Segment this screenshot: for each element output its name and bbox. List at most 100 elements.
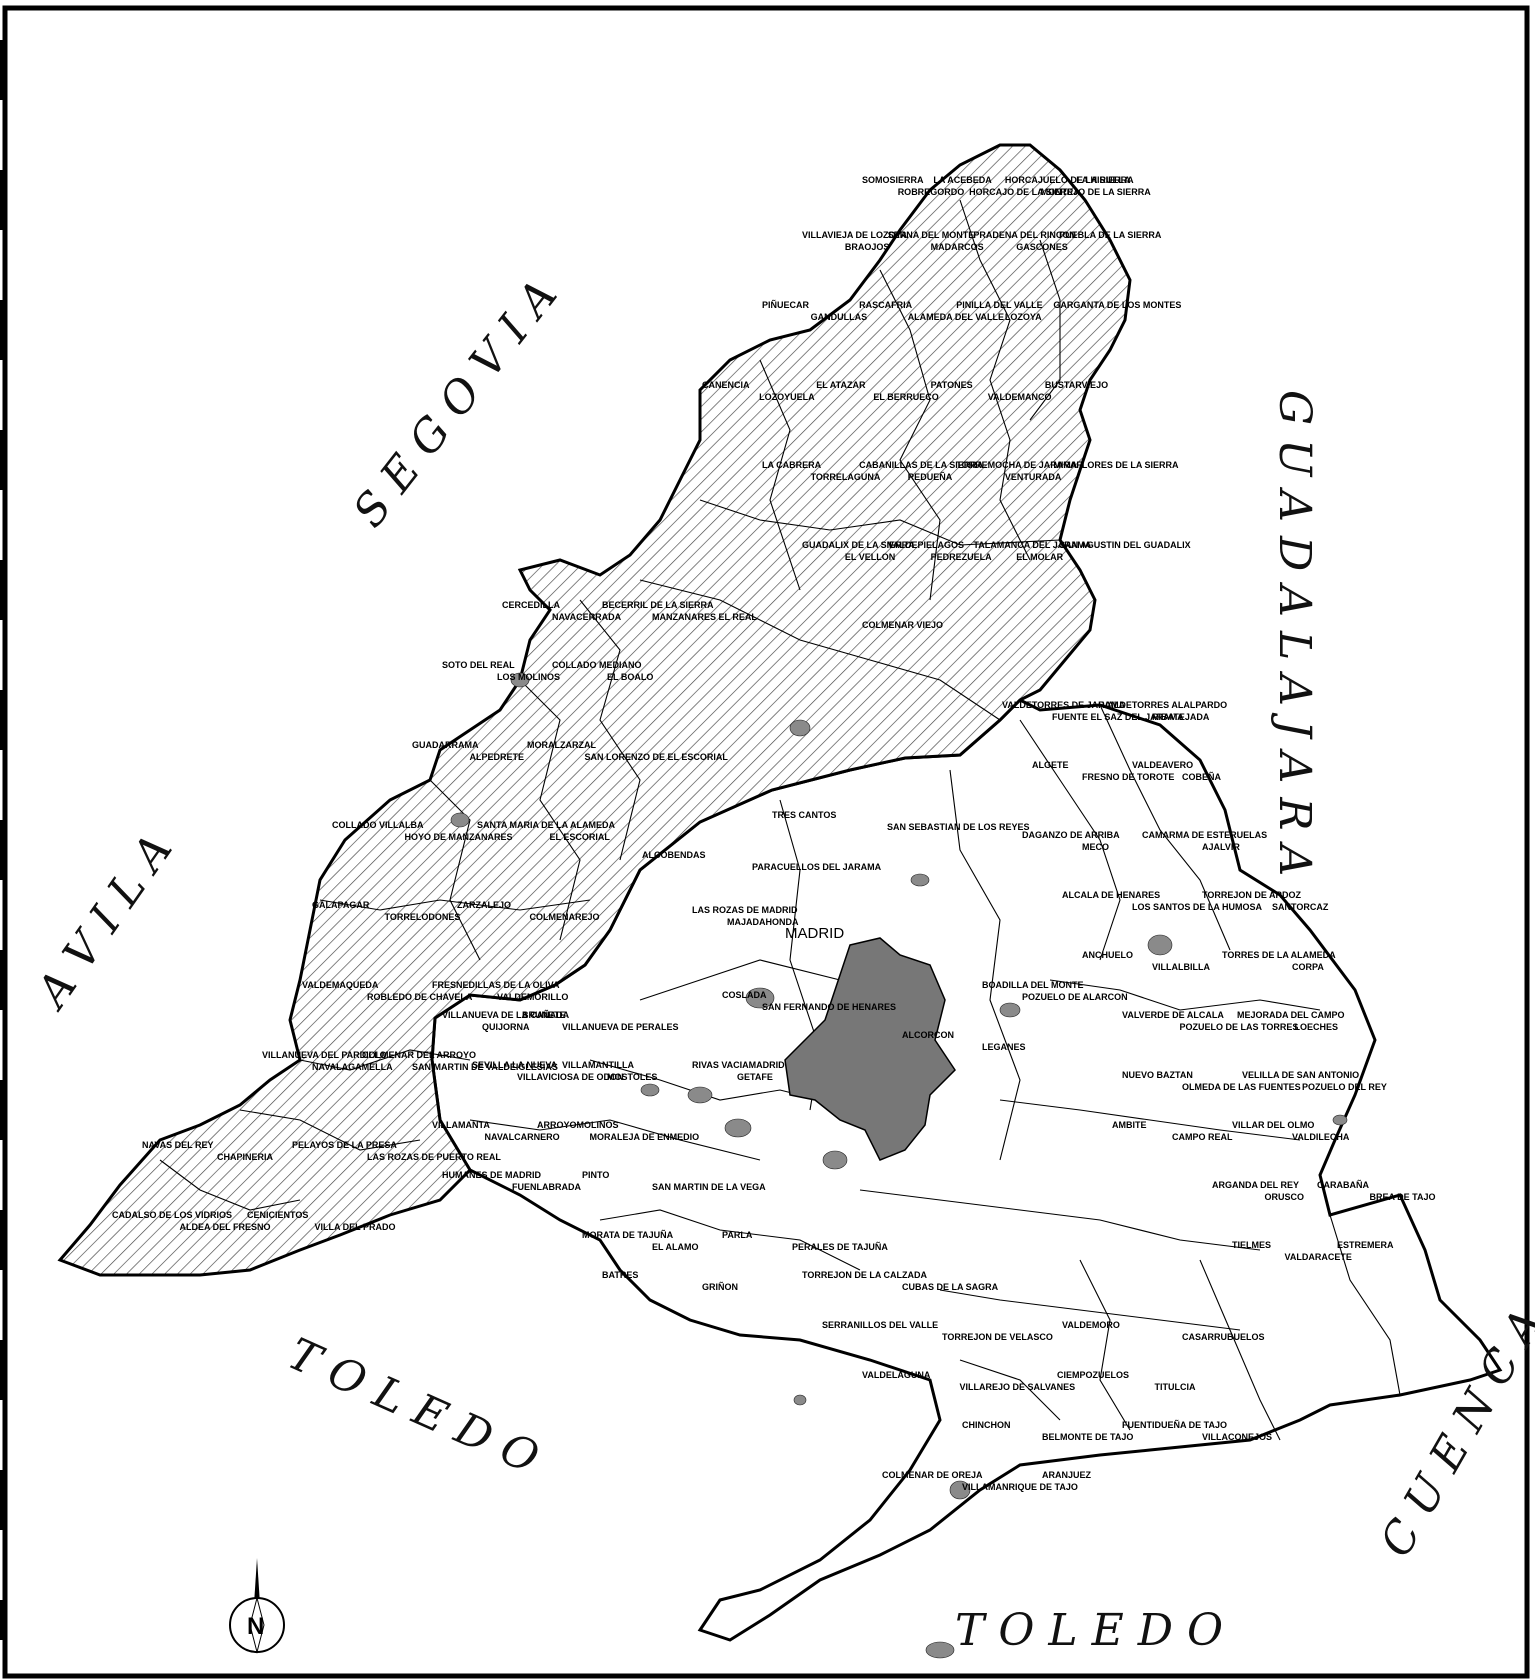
town-label: VALDEMORILLO	[497, 992, 568, 1002]
town-label: DAGANZO DE ARRIBA	[1022, 830, 1120, 840]
town-label: PUEBLA DE LA SIERRA	[1059, 230, 1162, 240]
town-label: GANDULLAS	[811, 312, 868, 322]
town-label: VILLAVIEJA DE LOZOYA	[802, 230, 908, 240]
town-label: TRES CANTOS	[772, 810, 836, 820]
town-label: COLMENAREJO	[530, 912, 600, 922]
town-label: AMBITE	[1112, 1120, 1147, 1130]
town-label: LA CABRERA	[762, 460, 822, 470]
town-label: FRESNO DE TOROTE	[1082, 772, 1174, 782]
municipal-boundaries	[159, 199, 1401, 1441]
town-label: LOECHES	[1295, 1022, 1339, 1032]
town-label: VILLANUEVA DE PERALES	[562, 1022, 679, 1032]
town-label: LAS ROZAS DE MADRID	[692, 905, 798, 915]
town-label: RIBATEJADA	[1152, 712, 1210, 722]
town-label: VENTURADA	[1005, 472, 1062, 482]
town-label: VILLAMANTILLA	[562, 1060, 634, 1070]
town-label: BECERRIL DE LA SIERRA	[602, 600, 714, 610]
town-label: ORUSCO	[1265, 1192, 1305, 1202]
town-label: CHINCHON	[962, 1420, 1011, 1430]
town-label: MORALZARZAL	[527, 740, 596, 750]
town-label: PINILLA DEL VALLE	[956, 300, 1042, 310]
town-label: ALCOBENDAS	[642, 850, 706, 860]
town-label: COLMENAR VIEJO	[862, 620, 943, 630]
town-label: NAVAS DEL REY	[142, 1140, 214, 1150]
town-label: VALDETORRES ALALPARDO	[1102, 700, 1227, 710]
town-label: TIELMES	[1232, 1240, 1271, 1250]
town-label: MOSTOLES	[607, 1072, 657, 1082]
town-label: PERALES DE TAJUÑA	[792, 1242, 888, 1252]
town-label: HOYO DE MANZANARES	[405, 832, 513, 842]
town-label: ROBREGORDO	[898, 187, 965, 197]
town-label: QUIJORNA	[482, 1022, 530, 1032]
town-label: PINTO	[582, 1170, 609, 1180]
town-label: VILLAR DEL OLMO	[1232, 1120, 1314, 1130]
town-label: HORCAJO DE LA SIERRA	[969, 187, 1080, 197]
town-label: SEVILLA LA NUEVA	[472, 1060, 558, 1070]
town-label: EL BERRUECO	[873, 392, 938, 402]
town-label: PEDREZUELA	[931, 552, 993, 562]
town-label: MORALEJA DE ENMEDIO	[590, 1132, 700, 1142]
town-label: PARLA	[722, 1230, 753, 1240]
town-label: PARACUELLOS DEL JARAMA	[752, 862, 882, 872]
town-label: VALVERDE DE ALCALA	[1122, 1010, 1224, 1020]
town-label: COLMENAR DEL ARROYO	[362, 1050, 476, 1060]
town-label: FUENTE EL SAZ DEL JARAMA	[1052, 712, 1184, 722]
town-label: SAN SEBASTIAN DE LOS REYES	[887, 822, 1030, 832]
town-label: RASCAFRIA	[859, 300, 912, 310]
town-label: EL ALAMO	[652, 1242, 699, 1252]
town-label: BRUNETE	[522, 1010, 566, 1020]
town-label: ALCALA DE HENARES	[1062, 890, 1160, 900]
town-label: LOZOYA	[1005, 312, 1042, 322]
town-label: GASCONES	[1016, 242, 1068, 252]
town-label: CARABAÑA	[1317, 1180, 1369, 1190]
town-label: VILLANUEVA DEL PARDILLO	[262, 1050, 387, 1060]
town-label: CAMPO REAL	[1172, 1132, 1233, 1142]
town-label: GETAFE	[737, 1072, 773, 1082]
town-label: VALDELAGUNA	[862, 1370, 931, 1380]
town-label: VALDEAVERO	[1132, 760, 1193, 770]
town-label: VILLAMANTA	[432, 1120, 490, 1130]
town-label: VALDETORRES DE JARAMA	[1002, 700, 1126, 710]
town-label: FRESNEDILLAS DE LA OLIVA	[432, 980, 560, 990]
town-label: ALPEDRETE	[470, 752, 525, 762]
town-label: AJALVIR	[1202, 842, 1240, 852]
town-label: MIRAFLORES DE LA SIERRA	[1053, 460, 1179, 470]
town-label: BATRES	[602, 1270, 638, 1280]
town-label: TORREJON DE LA CALZADA	[802, 1270, 928, 1280]
town-label: CHAPINERIA	[217, 1152, 274, 1162]
town-label: MONTEJO DE LA SIERRA	[1041, 187, 1152, 197]
town-label: FUENTIDUEÑA DE TAJO	[1122, 1420, 1227, 1430]
town-label: CUBAS DE LA SAGRA	[902, 1282, 999, 1292]
madrid-urban-area	[784, 937, 956, 1161]
town-label: SERNA DEL MONTE	[888, 230, 975, 240]
town-label: SANTA MARIA DE LA ALAMEDA	[477, 820, 615, 830]
town-label: BELMONTE DE TAJO	[1042, 1432, 1133, 1442]
town-label: SANTORCAZ	[1272, 902, 1329, 912]
town-label: VELILLA DE SAN ANTONIO	[1242, 1070, 1359, 1080]
town-label: TALAMANCA DEL JARAMA	[973, 540, 1091, 550]
town-label: RIVAS VACIAMADRID	[692, 1060, 785, 1070]
hatched-sierra-zone	[57, 143, 1132, 1277]
town-label: VALDARACETE	[1285, 1252, 1352, 1262]
town-label: VALDEMORO	[1062, 1320, 1120, 1330]
town-label: CERCEDILLA	[502, 600, 560, 610]
town-label: NAVACERRADA	[552, 612, 622, 622]
town-label: VILLA DEL PRADO	[315, 1222, 396, 1232]
town-label: TITULCIA	[1155, 1382, 1196, 1392]
town-label: POZUELO DE ALARCON	[1022, 992, 1128, 1002]
town-label: BOADILLA DEL MONTE	[982, 980, 1084, 990]
town-label: EL ATAZAR	[816, 380, 866, 390]
town-label: TORREJON DE VELASCO	[942, 1332, 1053, 1342]
sheet-border	[2, 5, 1530, 1679]
town-label: PIÑUECAR	[762, 300, 810, 310]
town-label: CORPA	[1292, 962, 1324, 972]
town-label: ANCHUELO	[1082, 950, 1133, 960]
town-label: SOMOSIERRA	[862, 175, 924, 185]
town-label: NUEVO BAZTAN	[1122, 1070, 1193, 1080]
town-label: VALDILECHA	[1292, 1132, 1350, 1142]
town-label: TORRELODONES	[385, 912, 461, 922]
town-label: TORREJON DE ARDOZ	[1202, 890, 1302, 900]
